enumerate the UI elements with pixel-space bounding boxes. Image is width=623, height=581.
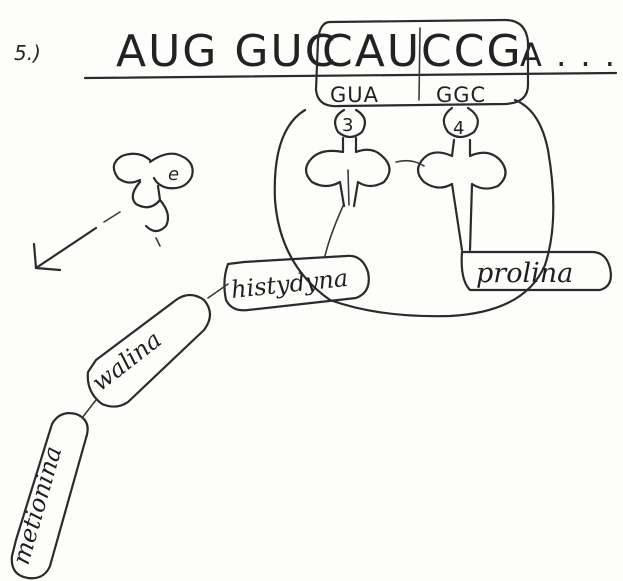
codon-divider [419, 28, 420, 100]
released-trna-loop-bottom [146, 200, 168, 231]
amino-acid-histidine: histydyna [224, 256, 368, 310]
problem-number: 5.) [14, 41, 41, 65]
histidine-label: histydyna [230, 264, 350, 304]
release-arrow-shaft [36, 228, 96, 268]
trna-3-stem [348, 170, 349, 205]
trna-3-left-arm [306, 138, 344, 206]
trna-3-right-arm [354, 138, 390, 206]
trna-anticodon-1: GUA [330, 83, 379, 107]
mrna-left-codons: AUG GUC [116, 26, 337, 77]
released-trna-loop-left [133, 182, 160, 207]
trna-3: 3 [306, 110, 390, 206]
histidine-link [325, 206, 343, 256]
trna-3-site-number: 3 [342, 115, 353, 136]
pencil-mark [156, 238, 160, 246]
trna-4-right-arm [470, 140, 506, 250]
trna-4-site-number: 4 [453, 118, 464, 139]
amino-acid-proline: prolina [462, 252, 611, 290]
released-trna: e [104, 154, 193, 231]
mrna-ribosome-codons: CAUCCG [322, 26, 523, 77]
amino-acid-valine: walina [86, 295, 210, 407]
proline-label: prolina [476, 258, 573, 289]
released-trna-loop-top [114, 154, 150, 183]
trna-anticodon-2: GGC [436, 83, 486, 107]
trna-4-left-arm [418, 140, 462, 250]
mrna-right-tail: A . . . [520, 36, 617, 74]
trna-4: 4 [396, 108, 506, 250]
methionine-label: metionina [7, 443, 67, 568]
amino-acid-methionine: metionina [7, 413, 88, 578]
released-trna-tail [104, 212, 120, 222]
methionine-valine-link [82, 400, 96, 418]
released-trna-label: e [168, 164, 179, 185]
